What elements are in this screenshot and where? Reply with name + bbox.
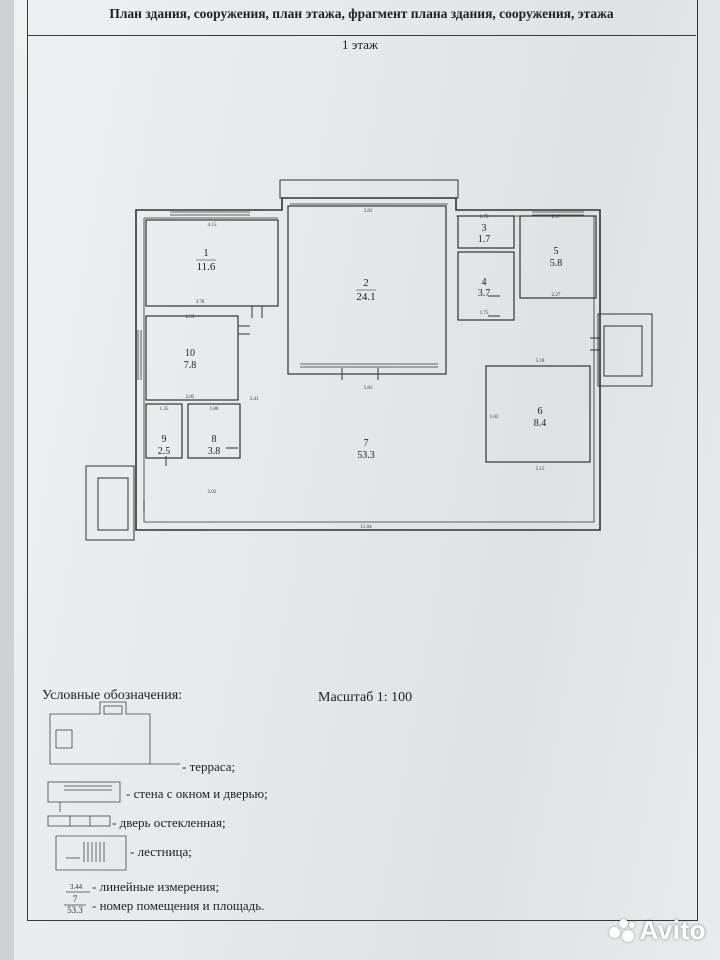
room-4-number: 4 xyxy=(482,277,487,288)
room-9 xyxy=(145,403,183,459)
legend-samples xyxy=(47,701,180,906)
legend-stair-icon xyxy=(55,835,127,871)
terrace-left-inner xyxy=(97,477,129,531)
terrace-left xyxy=(85,465,135,541)
room-8 xyxy=(187,403,241,459)
legend-item-dimensions: - линейные измерения; xyxy=(92,879,220,894)
room-10 xyxy=(145,315,239,401)
legend-terrace-icon xyxy=(49,701,151,765)
room-2-number: 2 xyxy=(363,277,369,289)
title-block: План здания, сооружения, план этажа, фра… xyxy=(27,0,696,36)
terrace-right-inner xyxy=(603,325,643,377)
legend-item-stairs: - лестница; xyxy=(130,844,192,859)
avito-logo-text: Avito xyxy=(639,915,706,945)
legend-wall-icon xyxy=(47,781,121,803)
room-8-number: 8 xyxy=(212,434,217,445)
room-6-number: 6 xyxy=(538,406,543,417)
room-10-number: 10 xyxy=(185,348,195,359)
dim-r6-top: 5.18 xyxy=(536,359,545,364)
room-6-area: 8.4 xyxy=(534,418,547,429)
dim-r7-side: 3.41 xyxy=(250,397,259,402)
room-6 xyxy=(485,365,591,463)
room-1-number: 1 xyxy=(203,247,209,259)
room-2-area: 24.1 xyxy=(356,291,375,303)
room-3 xyxy=(457,215,515,249)
terrace-right xyxy=(597,313,653,387)
scale-label: Масштаб 1: 100 xyxy=(318,690,413,705)
drawing-frame xyxy=(27,0,698,921)
room-5-area: 5.8 xyxy=(550,258,563,269)
dim-r1-top: 4.15 xyxy=(208,223,217,228)
terrace-top xyxy=(279,179,459,199)
legend-title: Условные обозначения: xyxy=(42,688,183,703)
avito-logo-icon xyxy=(609,919,636,942)
legend-item-terrace: - терраса; xyxy=(182,759,236,774)
dim-r10-top: 2.53 xyxy=(186,315,195,320)
outer-wall xyxy=(135,197,601,531)
room-4-area: 3.7 xyxy=(478,288,491,299)
dim-r8-top: 1.80 xyxy=(210,407,219,412)
dim-r2-bottom: 5.81 xyxy=(364,386,373,391)
legend-door-icon xyxy=(47,815,111,827)
legend-dimension-sample: 3.44 xyxy=(70,883,83,891)
outer-wall-inner xyxy=(143,203,595,523)
room-4 xyxy=(457,251,515,321)
legend-room-number-sample: 7 xyxy=(73,894,78,904)
room-7-area: 53.3 xyxy=(357,450,375,461)
legend-sample-text: 3.44 7 53.3 xyxy=(67,883,83,915)
dim-r5-bottom: 2.27 xyxy=(552,293,561,298)
dim-r10-bottom: 2.85 xyxy=(186,395,195,400)
dim-r6-bottom: 5.15 xyxy=(536,467,545,472)
dim-r5-top: 2.17 xyxy=(552,215,561,220)
dim-r2-top: 5.81 xyxy=(364,209,373,214)
dim-r3-top: 1.75 xyxy=(480,215,489,220)
dim-r1-bottom: 3.78 xyxy=(196,300,205,305)
room-1-area: 11.6 xyxy=(197,261,216,273)
room-3-number: 3 xyxy=(482,223,487,234)
avito-watermark: Avito xyxy=(609,915,706,946)
legend-room-area-sample: 53.3 xyxy=(67,905,83,915)
room-8-area: 3.8 xyxy=(208,446,221,457)
door-marks xyxy=(135,295,600,512)
window-marks xyxy=(137,211,584,380)
room-5 xyxy=(519,215,597,299)
room-9-number: 9 xyxy=(162,434,167,445)
room-5-number: 5 xyxy=(554,246,559,257)
document-title: План здания, сооружения, план этажа, фра… xyxy=(109,6,614,21)
paper-sheet xyxy=(14,0,720,960)
dim-r6-side: 1.62 xyxy=(490,415,499,420)
dimension-labels: 4.15 3.78 5.81 5.81 1.75 1.75 2.17 2.27 … xyxy=(160,209,561,530)
room-7-number: 7 xyxy=(364,438,369,449)
room-2 xyxy=(287,205,447,375)
floor-label: 1 этаж xyxy=(342,37,378,52)
room-1 xyxy=(145,219,279,307)
room-3-area: 1.7 xyxy=(478,234,491,245)
room-10-area: 7.8 xyxy=(184,360,197,371)
dim-r8-bottom: 3.02 xyxy=(208,490,217,495)
legend-item-room-area: - номер помещения и площадь. xyxy=(92,898,265,913)
dim-r4-bottom: 1.75 xyxy=(480,311,489,316)
dim-r7-bottom: 15.04 xyxy=(360,525,372,530)
legend-item-glazed-door: - дверь остекленная; xyxy=(112,815,226,830)
room-9-area: 2.5 xyxy=(158,446,171,457)
dim-r9-top: 1.35 xyxy=(160,407,169,412)
legend-item-wall: - стена с окном и дверью; xyxy=(126,786,268,801)
room-labels: 1 11.6 2 24.1 3 1.7 4 3.7 5 5.8 6 8.4 7 … xyxy=(158,223,563,461)
